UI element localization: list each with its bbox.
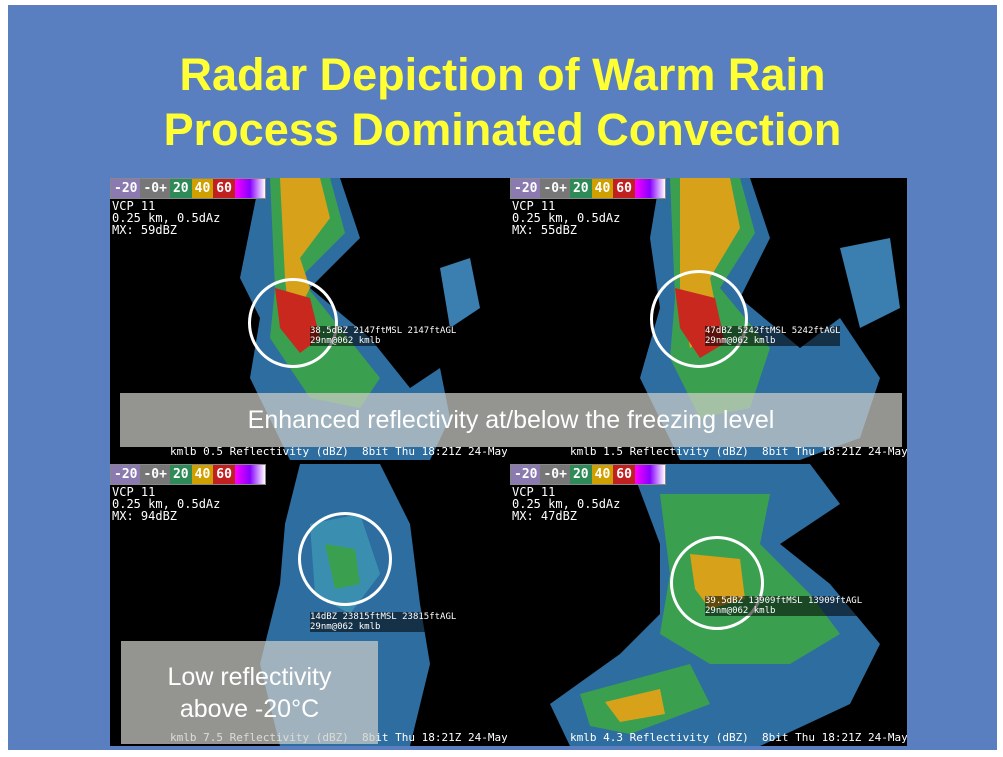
resolution-label: 0.25 km, 0.5dAz: [512, 497, 621, 511]
colorbar: -20 -0+ 20 40 60: [110, 178, 266, 199]
colorbar-label: 40: [191, 465, 214, 484]
title-line-1: Radar Depiction of Warm Rain: [179, 49, 826, 100]
colorbar-label: -20: [111, 465, 141, 484]
caption-line-1: Low reflectivity: [167, 662, 332, 691]
readout-location: 29nm@062 kmlb: [705, 336, 776, 346]
readout-location: 29nm@062 kmlb: [310, 622, 381, 632]
colorbar: -20 -0+ 20 40 60: [510, 464, 666, 485]
colorbar: -20 -0+ 20 40 60: [510, 178, 666, 199]
readout-value: 38.5dBZ 2147ftMSL 2147ftAGL: [310, 326, 457, 336]
highlight-circle: [298, 512, 392, 606]
colorbar-swatch: [634, 179, 665, 198]
colorbar-swatch: [234, 465, 265, 484]
max-label: MX: 47dBZ: [512, 509, 578, 523]
max-label: MX: 94dBZ: [112, 509, 178, 523]
colorbar-label: 20: [569, 179, 592, 198]
colorbar-label: -20: [511, 465, 541, 484]
colorbar-label: 40: [591, 179, 614, 198]
title-line-2: Process Dominated Convection: [163, 104, 842, 155]
colorbar-swatch: [634, 465, 665, 484]
caption-low-reflectivity: Low reflectivity above -20°C: [121, 641, 378, 744]
colorbar-label: 20: [169, 179, 192, 198]
panel-footer: kmlb 0.5 Reflectivity (dBZ) 8bit Thu 18:…: [170, 445, 507, 458]
slide-title: Radar Depiction of Warm Rain Process Dom…: [8, 47, 997, 157]
resolution-label: 0.25 km, 0.5dAz: [112, 211, 221, 225]
highlight-circle: [650, 270, 748, 368]
colorbar-swatch: [234, 179, 265, 198]
colorbar-label: -20: [111, 179, 141, 198]
resolution-label: 0.25 km, 0.5dAz: [512, 211, 621, 225]
readout-value: 47dBZ 5242ftMSL 5242ftAGL: [705, 326, 841, 336]
caption-line-2: above -20°C: [179, 694, 320, 723]
resolution-label: 0.25 km, 0.5dAz: [112, 497, 221, 511]
vcp-label: VCP 11: [112, 199, 156, 213]
readout-value: 14dBZ 23815ftMSL 23815ftAGL: [310, 612, 457, 622]
vcp-label: VCP 11: [512, 485, 556, 499]
colorbar-label: -0+: [140, 465, 170, 484]
readout-location: 29nm@062 kmlb: [310, 336, 381, 346]
panel-footer: kmlb 1.5 Reflectivity (dBZ) 8bit Thu 18:…: [570, 445, 907, 458]
highlight-circle: [248, 278, 338, 368]
colorbar-label: 40: [591, 465, 614, 484]
colorbar-label: -0+: [540, 465, 570, 484]
vcp-label: VCP 11: [112, 485, 156, 499]
colorbar-label: 20: [169, 465, 192, 484]
readout-value: 39.5dBZ 13909ftMSL 13909ftAGL: [705, 596, 863, 606]
highlight-circle: [670, 536, 764, 630]
readout-location: 29nm@062 kmlb: [705, 606, 776, 616]
colorbar-label: 60: [213, 179, 235, 198]
caption-enhanced-reflectivity: Enhanced reflectivity at/below the freez…: [120, 393, 902, 447]
max-label: MX: 55dBZ: [512, 223, 578, 237]
colorbar-label: 60: [213, 465, 235, 484]
panel-footer: kmlb 4.3 Reflectivity (dBZ) 8bit Thu 18:…: [570, 731, 907, 744]
colorbar: -20 -0+ 20 40 60: [110, 464, 266, 485]
colorbar-label: -0+: [140, 179, 170, 198]
vcp-label: VCP 11: [512, 199, 556, 213]
colorbar-label: 40: [191, 179, 214, 198]
colorbar-label: -0+: [540, 179, 570, 198]
colorbar-label: 20: [569, 465, 592, 484]
colorbar-label: -20: [511, 179, 541, 198]
colorbar-label: 60: [613, 179, 635, 198]
max-label: MX: 59dBZ: [112, 223, 178, 237]
colorbar-label: 60: [613, 465, 635, 484]
